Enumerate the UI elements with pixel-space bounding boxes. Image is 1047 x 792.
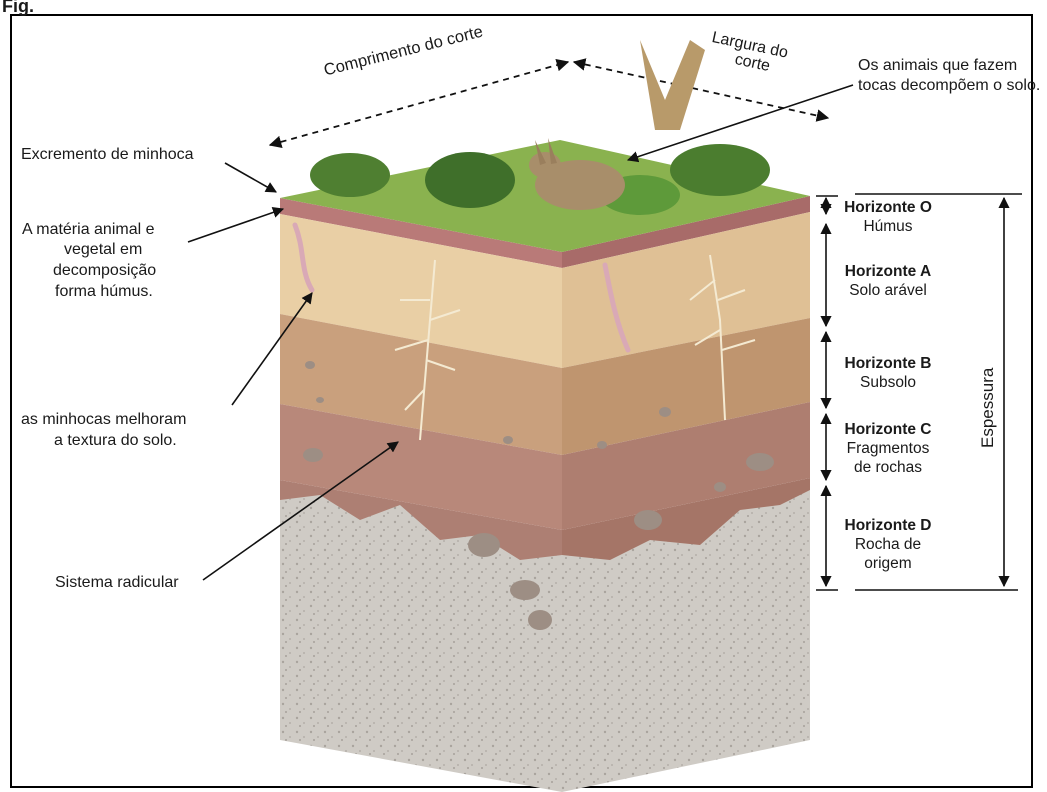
horizon-a: Horizonte A Solo arável	[828, 262, 948, 300]
thickness-label: Espessura	[978, 368, 997, 448]
horizon-a-name: Horizonte A	[828, 262, 948, 281]
humus-label-3: decomposição	[53, 261, 156, 280]
horizon-a-desc: Solo arável	[849, 282, 927, 299]
horizon-c-desc1: Fragmentos	[847, 440, 930, 457]
horizon-c-name: Horizonte C	[828, 420, 948, 439]
horizon-c-desc2: de rochas	[854, 459, 922, 476]
worms-label-2: a textura do solo.	[54, 431, 177, 450]
horizon-o: Horizonte O Húmus	[828, 198, 948, 236]
horizon-o-name: Horizonte O	[828, 198, 948, 217]
horizon-d: Horizonte D Rocha de origem	[828, 516, 948, 573]
horizon-d-desc1: Rocha de	[855, 536, 921, 553]
length-arrow	[270, 62, 568, 145]
worm-cast-label: Excremento de minhoca	[21, 145, 194, 164]
roots-label: Sistema radicular	[55, 573, 179, 592]
horizon-b-desc: Subsolo	[860, 374, 916, 391]
worms-label-1: as minhocas melhoram	[21, 410, 186, 429]
humus-label-2: vegetal em	[64, 240, 142, 259]
animals-label-line1: Os animais que fazem	[858, 56, 1017, 75]
humus-label-4: forma húmus.	[55, 282, 153, 301]
humus-label-1: A matéria animal e	[22, 220, 155, 239]
soil-block-right-face	[562, 196, 810, 792]
horizon-b-name: Horizonte B	[828, 354, 948, 373]
horizon-d-name: Horizonte D	[828, 516, 948, 535]
horizon-d-desc2: origem	[864, 555, 911, 572]
horizon-b: Horizonte B Subsolo	[828, 354, 948, 392]
animals-label-line2: tocas decompõem o solo.	[858, 76, 1040, 95]
horizon-c: Horizonte C Fragmentos de rochas	[828, 420, 948, 477]
horizon-o-desc: Húmus	[863, 218, 912, 235]
width-arrow	[574, 62, 828, 118]
